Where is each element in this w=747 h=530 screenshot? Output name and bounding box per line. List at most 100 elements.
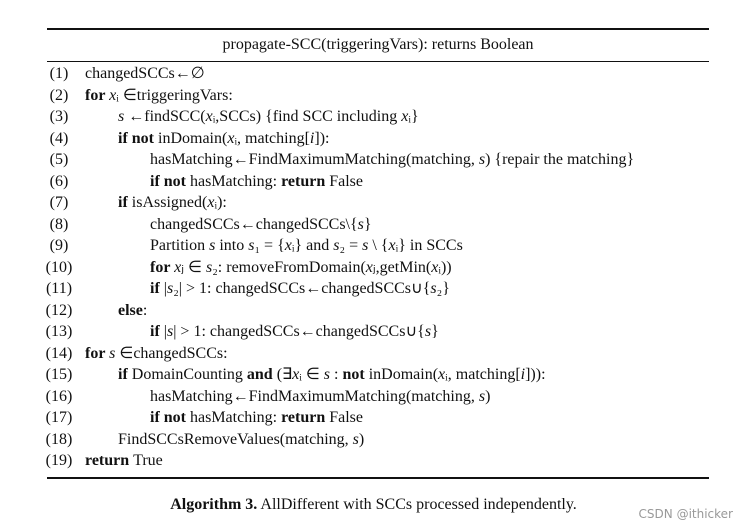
keyword: and: [246, 366, 277, 383]
math-var: s: [333, 237, 340, 254]
line-number: (13): [45, 323, 73, 340]
math-var: s: [352, 430, 359, 448]
keyword: for: [150, 258, 175, 276]
code-text: changedSCCs←∅: [85, 65, 205, 82]
math-var: s: [205, 258, 213, 276]
top-rule: [47, 28, 709, 30]
code-text: ᵢ} in SCCs: [395, 237, 463, 254]
line-number: (1): [49, 65, 69, 82]
math-var: s: [362, 237, 369, 254]
code-text: False: [329, 409, 364, 426]
line-number: (18): [45, 430, 73, 448]
code-text: ᵢ}: [408, 108, 419, 125]
code-text: }: [431, 323, 439, 340]
code-text: True: [133, 452, 163, 469]
line-code: if DomainCounting and (∃xᵢ ∈ s : not inD…: [118, 364, 546, 385]
code-text: |: [163, 323, 167, 340]
code-text: ᵢ, matching[: [445, 366, 521, 383]
keyword: return: [85, 452, 134, 469]
math-var: s: [118, 108, 129, 125]
keyword: if: [150, 280, 164, 297]
line-number: (5): [49, 151, 69, 168]
math-var: s: [166, 323, 174, 340]
keyword: if: [118, 366, 132, 383]
math-var: x: [284, 237, 292, 254]
math-var: x: [388, 237, 396, 254]
code-text: ⱼ,getMin(: [372, 258, 432, 276]
math-var: i: [309, 129, 315, 147]
math-var: x: [205, 108, 213, 125]
code-text: hasMatching:: [190, 172, 282, 190]
code-text: ᵢ, matching[: [234, 129, 310, 147]
code-text: ) {repair the matching}: [485, 151, 635, 168]
math-var: x: [438, 366, 446, 383]
keyword: else: [118, 301, 143, 319]
line-code: return True: [85, 450, 163, 471]
code-text: inDomain(: [158, 129, 228, 147]
code-text: hasMatching←FindMaximumMatching(matching…: [150, 151, 479, 168]
code-text: }: [363, 215, 372, 233]
header-rule: [47, 61, 709, 62]
line-code: changedSCCs←changedSCCs\{s}: [150, 214, 372, 235]
math-var: s: [209, 237, 216, 254]
math-var: s: [357, 215, 364, 233]
code-text: False: [329, 172, 364, 190]
math-var: s: [323, 366, 331, 383]
line-code: if |s₂| > 1: changedSCCs←changedSCCs∪{s₂…: [150, 278, 450, 299]
line-code: Partition s into s₁ = {xᵢ} and s₂ = s \ …: [150, 235, 463, 256]
line-code: if |s| > 1: changedSCCs←changedSCCs∪{s}: [150, 321, 439, 342]
line-number: (17): [45, 409, 73, 426]
math-var: x: [431, 258, 439, 276]
keyword: not: [342, 366, 369, 383]
code-text: inDomain(: [368, 366, 439, 383]
code-text: hasMatching←FindMaximumMatching(matching…: [150, 387, 479, 405]
code-text: ᵢ ∈triggeringVars:: [116, 86, 233, 104]
code-text: \ {: [368, 237, 389, 254]
math-var: x: [401, 108, 409, 125]
algorithm-header: propagate-SCC(triggeringVars): returns B…: [222, 36, 534, 53]
code-text: ᵢ)): [438, 258, 452, 276]
algorithm-caption: Algorithm 3. AllDifferent with SCCs proc…: [0, 496, 747, 514]
bottom-rule: [47, 477, 709, 479]
line-code: FindSCCsRemoveValues(matching, s): [118, 429, 364, 450]
line-code: for s ∈changedSCCs:: [85, 343, 228, 364]
code-text: ⱼ ∈: [181, 258, 206, 276]
code-text: ᵢ} and: [291, 237, 334, 254]
code-text: ₂: removeFromDomain(: [212, 258, 366, 276]
line-code: if not hasMatching: return False: [150, 407, 363, 428]
code-text: hasMatching:: [190, 409, 282, 426]
math-var: s: [424, 323, 432, 340]
code-text: | > 1: changedSCCs←changedSCCs∪{: [173, 323, 425, 340]
keyword: for: [85, 344, 110, 362]
line-number: (12): [45, 301, 73, 319]
code-text: (∃: [276, 366, 293, 383]
caption-label: Algorithm 3.: [170, 496, 258, 513]
code-text: ᵢ,SCCs) {find SCC including: [212, 108, 402, 125]
line-code: s ←findSCC(xᵢ,SCCs) {find SCC including …: [118, 106, 419, 127]
math-var: s: [478, 387, 486, 405]
code-text: ₂ =: [339, 237, 363, 254]
code-text: ᵢ):: [214, 194, 227, 211]
math-var: x: [174, 258, 182, 276]
keyword: if: [150, 323, 164, 340]
code-text: ])):: [525, 366, 546, 383]
code-text: :: [142, 301, 148, 319]
keyword: if not: [150, 172, 190, 190]
code-text: into: [215, 237, 249, 254]
line-number: (14): [45, 344, 73, 362]
line-code: changedSCCs←∅: [85, 63, 205, 84]
code-text: ₂| > 1: changedSCCs←changedSCCs∪{: [173, 280, 431, 297]
line-number: (9): [49, 237, 69, 254]
line-code: if not hasMatching: return False: [150, 171, 363, 192]
code-text: ): [358, 430, 365, 448]
code-text: ): [485, 387, 491, 405]
code-text: FindSCCsRemoveValues(matching,: [118, 430, 353, 448]
line-number: (8): [49, 215, 69, 233]
code-text: ∈changedSCCs:: [119, 344, 228, 362]
line-number: (15): [45, 366, 73, 383]
keyword: return: [281, 409, 330, 426]
math-var: x: [227, 129, 235, 147]
line-code: for xⱼ ∈ s₂: removeFromDomain(xⱼ,getMin(…: [150, 257, 452, 278]
keyword: if not: [118, 129, 158, 147]
math-var: x: [109, 86, 117, 104]
